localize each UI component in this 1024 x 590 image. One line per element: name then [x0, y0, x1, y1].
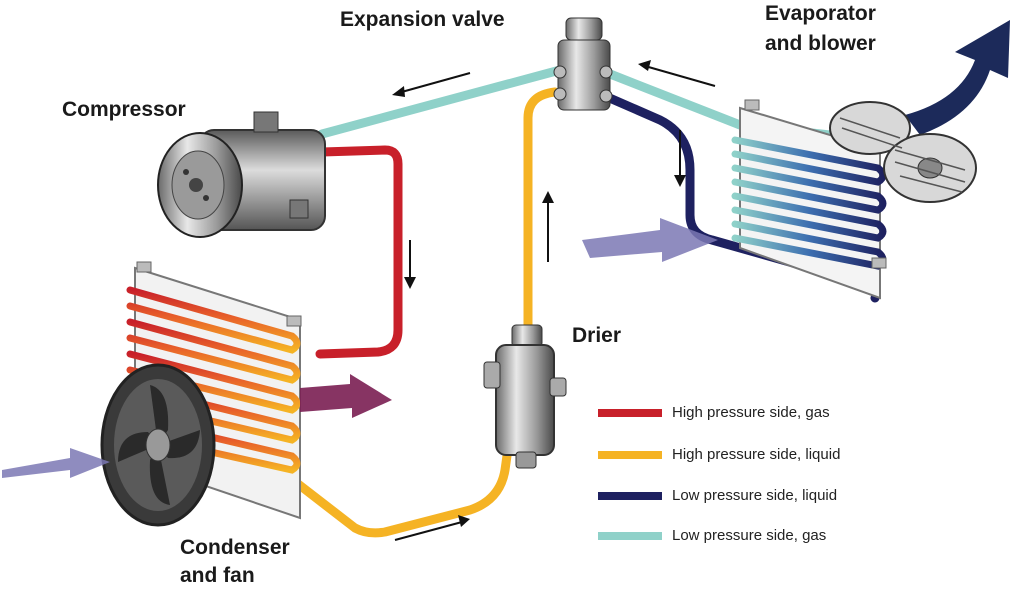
condenser-fan	[100, 363, 216, 527]
flow-arrow-to-compressor	[392, 72, 471, 97]
pipe-high-liquid	[275, 415, 517, 538]
airflow-arrow-evaporator-in	[582, 218, 718, 262]
pipe-low-gas-to-compressor	[317, 65, 565, 139]
expansion-valve	[553, 17, 613, 111]
flow-arrows	[392, 60, 716, 541]
label-condenser: Condenser	[180, 536, 290, 559]
airflow-arrow-blower-out	[905, 20, 1010, 135]
label-condenser-line2: and fan	[180, 564, 255, 587]
evaporator	[731, 99, 887, 300]
label-evaporator: Evaporator	[765, 2, 876, 25]
airflow-arrow-condenser-in	[2, 448, 110, 478]
legend-label-low-gas: Low pressure side, gas	[672, 527, 827, 544]
label-drier: Drier	[572, 324, 622, 347]
label-evaporator-line2: and blower	[765, 32, 876, 55]
flow-arrow-to-drier	[394, 515, 470, 541]
legend-label-high-liquid: High pressure side, liquid	[672, 446, 841, 463]
flow-arrow-down-evaporator	[674, 130, 686, 187]
legend-swatches	[598, 409, 662, 540]
pipe-high-gas	[315, 145, 403, 359]
legend-label-low-liquid: Low pressure side, liquid	[672, 487, 838, 504]
airflow-arrow-condenser-out	[300, 374, 392, 418]
legend-label-high-gas: High pressure side, gas	[672, 404, 830, 421]
flow-arrow-down-compressor-line	[404, 240, 416, 289]
compressor	[157, 111, 326, 238]
flow-arrow-from-evaporator	[638, 60, 716, 87]
label-compressor: Compressor	[62, 98, 186, 121]
drier	[483, 324, 567, 469]
condenser	[126, 261, 302, 520]
blower	[829, 101, 977, 203]
flow-arrow-up-drier-line	[542, 191, 554, 262]
pipe-high-liquid-riser	[523, 87, 560, 335]
label-expansion-valve: Expansion valve	[340, 8, 505, 31]
